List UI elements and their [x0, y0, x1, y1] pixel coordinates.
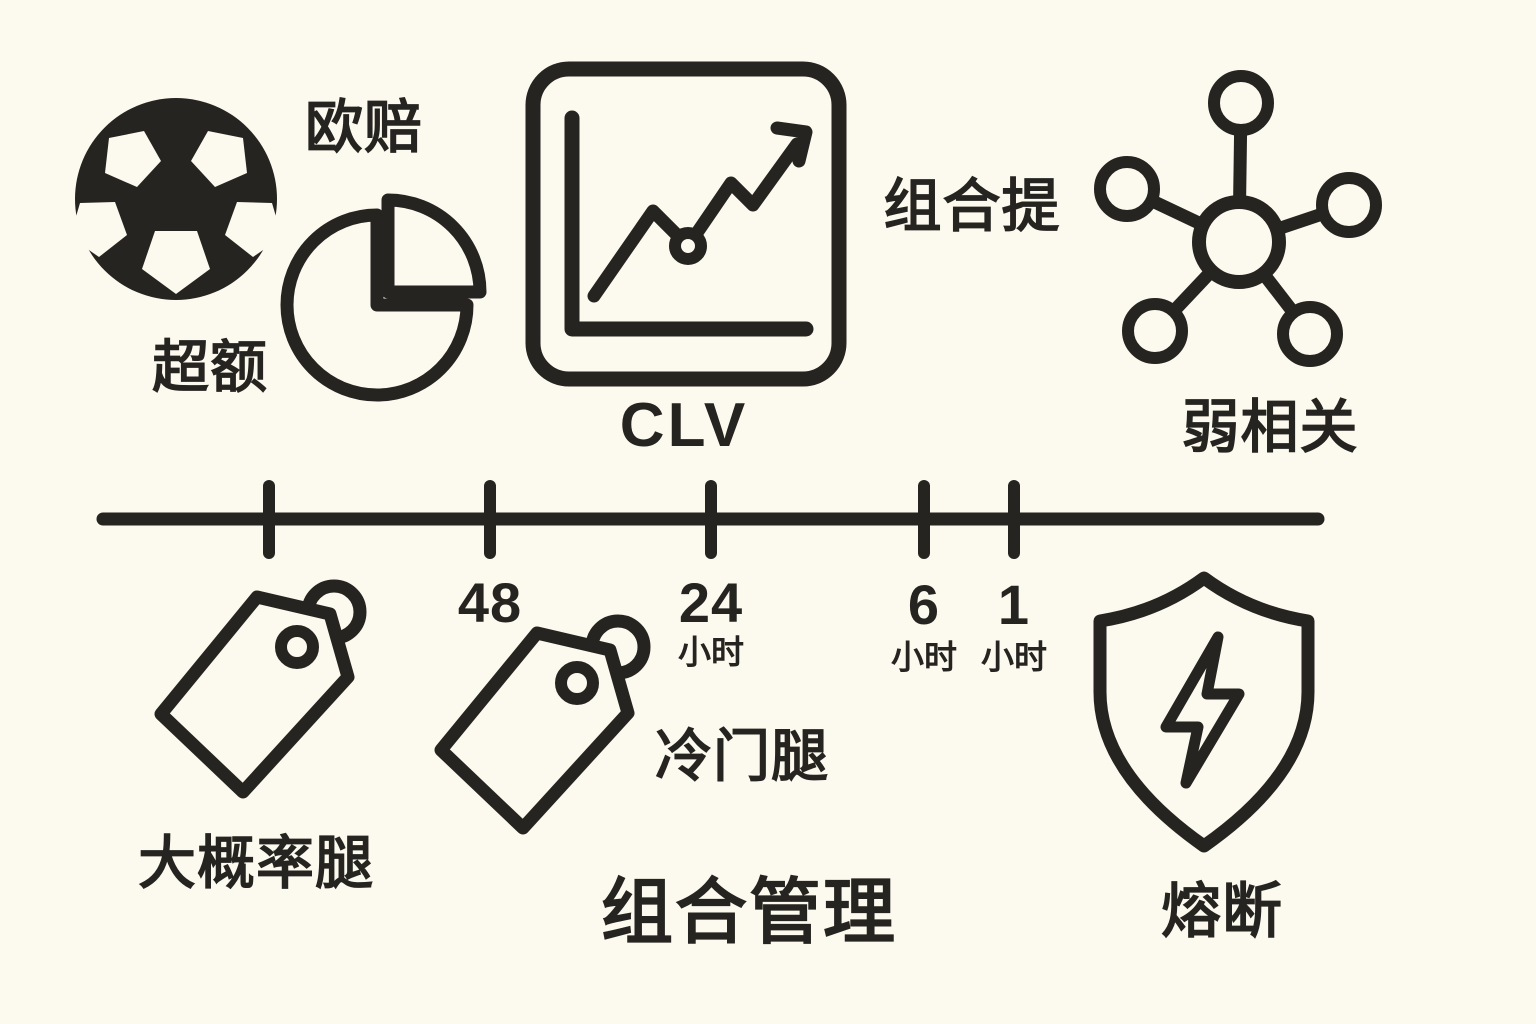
timeline-marker-6h-unit: 小时 [891, 638, 957, 676]
timeline-marker-24h: 24 [678, 571, 744, 634]
data-point-marker [669, 227, 707, 265]
timeline-ticks [263, 480, 1020, 559]
chart-frame [525, 61, 847, 387]
network-leaf-nodes [1094, 70, 1382, 367]
shield-lightning-icon [1093, 571, 1315, 853]
timeline-marker-24h-unit: 小时 [678, 633, 744, 671]
soccer-ball-icon [70, 98, 282, 300]
portfolio-boost-label: 组合提 [883, 174, 1061, 239]
timeline-marker-48h: 48 [457, 571, 523, 634]
excess-label: 超额 [152, 335, 268, 400]
clv-label: CLV [619, 391, 749, 460]
high-probability-leg-label: 大概率腿 [137, 831, 375, 896]
arrow-head [770, 121, 813, 168]
odds-label: 欧赔 [304, 95, 424, 160]
timeline-marker-6h: 6 [907, 573, 941, 636]
lightning-bolt-icon [1160, 631, 1245, 789]
trend-line [587, 137, 804, 303]
timeline-axis [96, 480, 1325, 559]
chart-axes [564, 110, 814, 337]
tag-hole [275, 625, 319, 669]
weak-correlation-label: 弱相关 [1181, 395, 1359, 460]
network-icon [1094, 70, 1382, 367]
portfolio-management-title: 组合管理 [600, 873, 898, 953]
circuit-breaker-label: 熔断 [1161, 878, 1283, 945]
line-chart-icon [525, 61, 847, 387]
timeline-marker-1h-unit: 小时 [981, 638, 1047, 676]
tag-icon-underdog [434, 614, 651, 835]
tag-hole [555, 661, 599, 705]
timeline-marker-1h: 1 [997, 573, 1031, 636]
shield-outline [1093, 571, 1315, 853]
underdog-leg-label: 冷门腿 [655, 724, 829, 789]
tag-icon-high-prob [154, 579, 367, 799]
pie-chart-icon [280, 193, 487, 402]
network-hub-node [1192, 195, 1286, 289]
